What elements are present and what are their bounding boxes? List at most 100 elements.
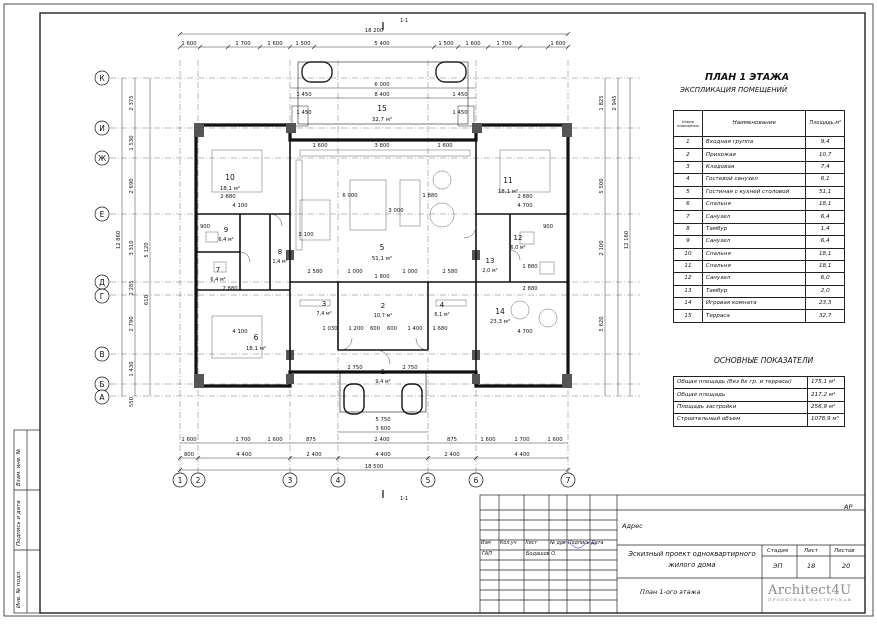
table-cell-name: Терраса [701, 309, 807, 323]
stage-label: Стадия [767, 548, 789, 554]
indicator-value: 256,9 м² [807, 400, 845, 415]
dimension-label: 2 750 [402, 365, 418, 371]
table-cell-area: 9,4 [805, 135, 845, 150]
table-cell-area: 18,1 [805, 247, 845, 261]
room-number: 5 [380, 243, 385, 252]
dimension-label: 1 000 [402, 269, 418, 275]
table-cell-num: 9 [673, 235, 703, 249]
dimension-label: 1 430 [129, 361, 135, 377]
table-cell-num: 10 [673, 247, 703, 261]
sheets-label: Листов [834, 548, 855, 554]
table-cell-name: Тамбур [701, 222, 807, 237]
indicator-value: 1078,9 м³ [807, 413, 845, 427]
dimension-label: 5 750 [375, 417, 391, 423]
company-logo: Architect4U ПРОЕКТНАЯ МАСТЕРСКАЯ [768, 583, 852, 602]
dimension-label: 1 700 [514, 437, 530, 443]
dimension-label: 900 [200, 224, 211, 230]
table-cell-num: 5 [673, 185, 703, 199]
room-area: 7,4 м² [316, 311, 331, 317]
axis-row-label: И [99, 124, 105, 133]
axis-row-label: А [99, 393, 105, 402]
room-number: 4 [440, 301, 445, 309]
signature-mark [559, 541, 597, 549]
dimension-label: 2 100 [599, 240, 605, 256]
table-cell-num: 7 [673, 210, 703, 224]
room-area: 6,4 м² [210, 277, 225, 283]
dimension-label: 1 800 [374, 274, 390, 280]
room-area: 51,1 м² [372, 255, 392, 262]
table-row: Общая площадь (без бк гр. и террасы)175,… [673, 375, 845, 390]
dimension-label: 4 700 [517, 203, 533, 209]
schedule-subtitle: ЭКСПЛИКАЦИЯ ПОМЕЩЕНИЙ [680, 86, 788, 94]
room-number: 6 [254, 333, 259, 342]
dimension-label: 12 860 [116, 230, 122, 249]
room-area: 1,4 м² [272, 259, 287, 265]
table-cell-num: 4 [673, 173, 703, 187]
axis-row-label: Г [100, 292, 105, 301]
dimension-label: 12 160 [624, 230, 630, 249]
dimension-label: 1 200 [348, 326, 364, 332]
dimension-label: 2 880 [222, 286, 238, 292]
side-label-replacement: Взам. инв. № [16, 448, 22, 486]
address-label: Адрес [622, 522, 643, 530]
logo-tagline: ПРОЕКТНАЯ МАСТЕРСКАЯ [768, 597, 853, 602]
table-cell-name: Спальня [701, 247, 807, 261]
table-cell-num: 3 [673, 160, 703, 175]
sheet-title: План 1-ого этажа [640, 588, 701, 596]
axis-col-label: 1 [178, 476, 183, 485]
dim-top-total: 18 200 [365, 28, 384, 34]
room-number: 12 [514, 234, 523, 242]
indicators-table: Общая площадь (без бк гр. и террасы)175,… [673, 375, 845, 427]
table-cell-area: 6,4 [805, 210, 845, 224]
dimension-label: 2 690 [129, 178, 135, 194]
table-cell-name: Санузел [701, 210, 807, 224]
table-cell-num: 2 [673, 148, 703, 162]
room-area: 18,1 м² [498, 188, 518, 195]
room-area: 9,4 м² [375, 379, 390, 385]
dimension-label: 2 285 [129, 280, 135, 295]
axis-col-label: 3 [288, 476, 293, 485]
header-name: Наименование [701, 110, 807, 137]
sheets-value: 20 [842, 562, 851, 570]
dimension-label: 1 700 [235, 437, 251, 443]
dimension-label: 4 100 [232, 329, 248, 335]
dimension-label: 5 400 [374, 41, 390, 47]
dimension-label: 1 700 [235, 41, 251, 47]
indicator-label: Общая площадь (без бк гр. и террасы) [673, 375, 808, 390]
room-area: 23,3 м² [490, 318, 510, 325]
dimension-label: 1 600 [437, 143, 453, 149]
room-number: 11 [503, 176, 513, 185]
table-cell-area: 10,7 [805, 148, 845, 162]
dimension-label: 5 120 [144, 242, 150, 258]
dimension-label: 1 600 [480, 437, 496, 443]
side-label-signature: Подпись и дата [16, 500, 22, 546]
room-number: 14 [495, 307, 505, 316]
dimension-label: 1 600 [267, 41, 283, 47]
indicator-value: 175,1 м² [807, 375, 845, 390]
table-cell-name: Гостевой санузел [701, 173, 807, 187]
dimension-label: 2 790 [129, 316, 135, 332]
table-cell-num: 8 [673, 222, 703, 237]
room-schedule-table: Номер помещения Наименование Площадь,м² … [673, 110, 845, 323]
room-area: 18,1 м² [246, 345, 266, 352]
table-cell-name: Тамбур [701, 284, 807, 299]
table-cell-num: 12 [673, 272, 703, 286]
dimension-label: 1 700 [496, 41, 512, 47]
table-cell-num: 6 [673, 197, 703, 212]
drawing-code: АР [844, 503, 853, 511]
table-cell-num: 14 [673, 297, 703, 311]
indicator-value: 217,2 м² [807, 388, 845, 402]
header-area: Площадь,м² [805, 110, 845, 137]
dimension-label: 1 030 [322, 326, 338, 332]
table-cell-name: Санузел [701, 235, 807, 249]
stamp-name: Бодашов О. [526, 551, 557, 557]
